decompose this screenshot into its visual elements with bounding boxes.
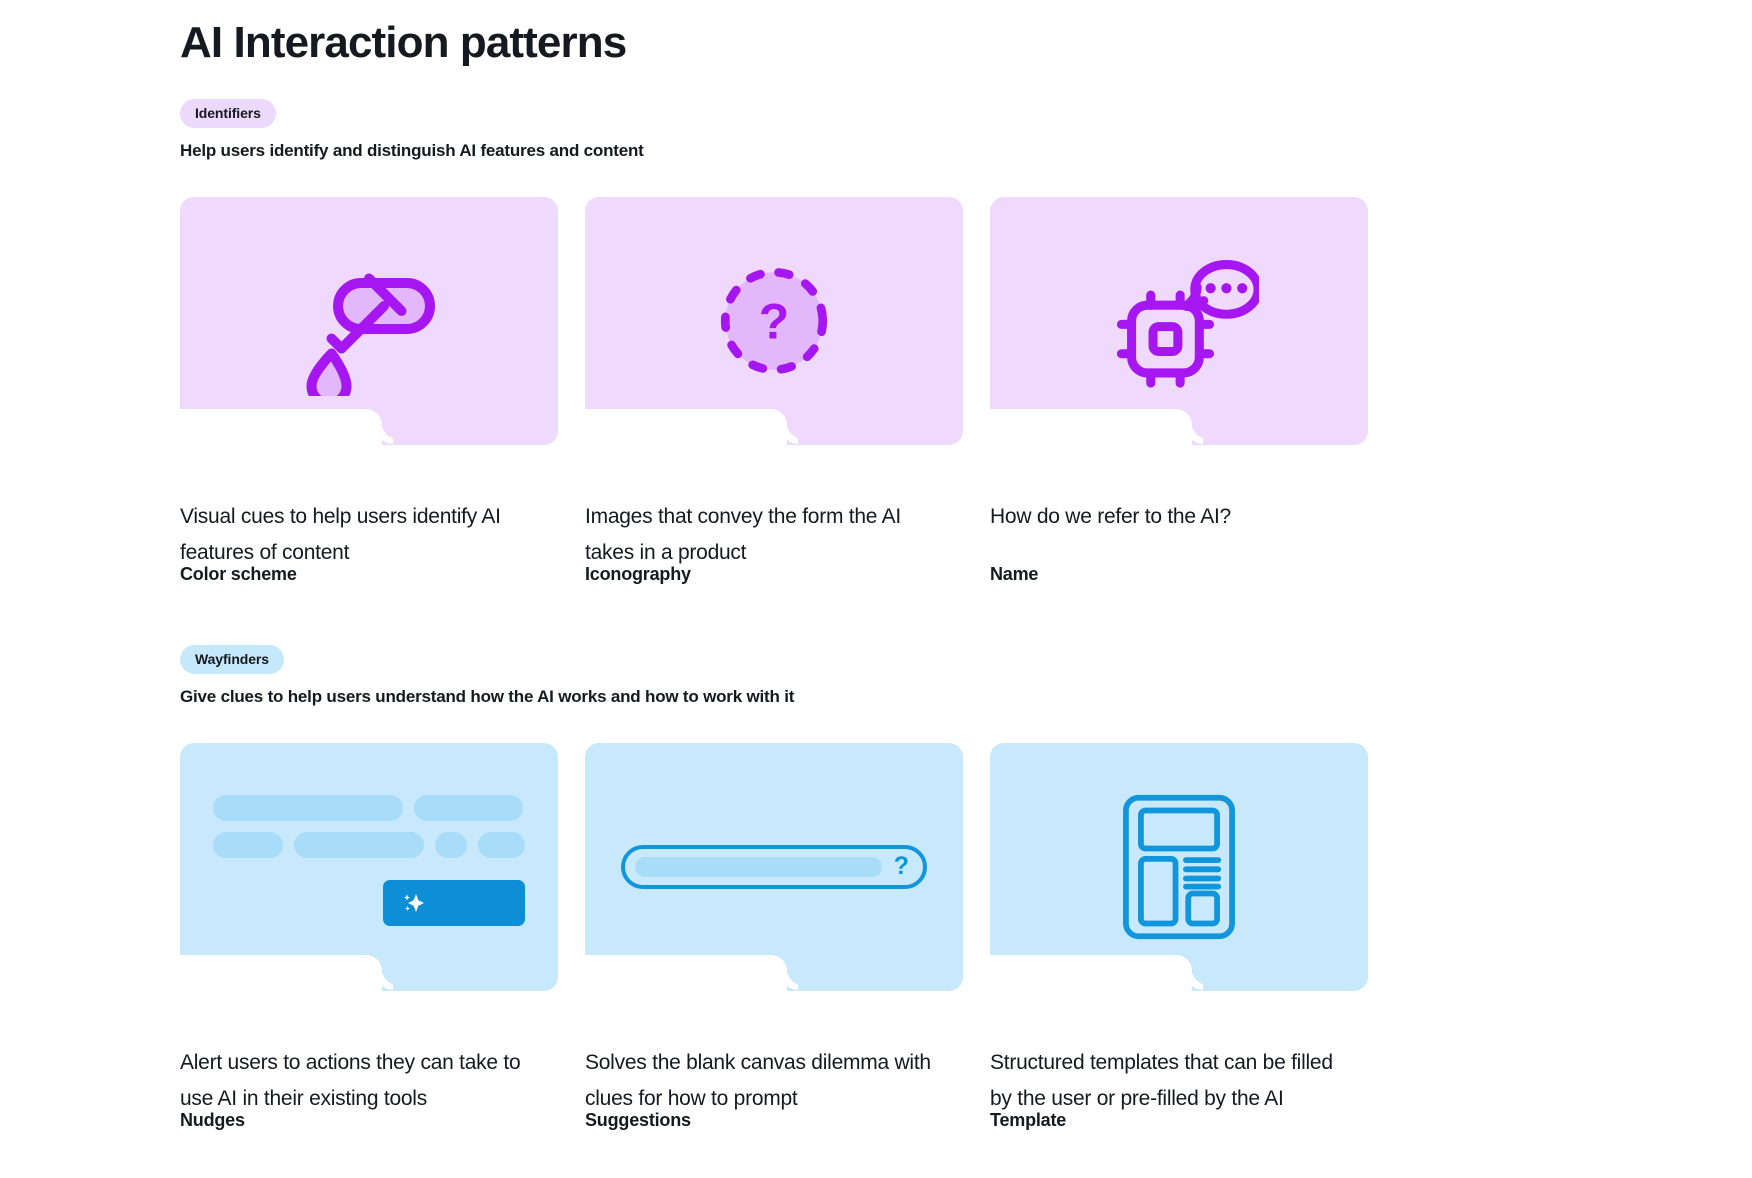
tile-background [990,196,1368,445]
sparkle-icon [404,893,424,912]
card-template[interactable]: Template Structured templates that can b… [990,742,1368,1130]
search-input[interactable]: ? [621,844,927,889]
dashed-circle-question-icon: ? [585,197,963,445]
title-notch [990,954,1192,1019]
card-illustration-tile: ? [585,196,963,473]
ai-action-button[interactable] [383,879,525,926]
card-illustration-tile [990,742,1368,1019]
search-placeholder-bar [635,856,882,877]
section-identifiers: Identifiers Help users identify and dist… [180,98,1752,584]
card-title: Nudges [180,1110,245,1131]
skeleton-bar [294,831,425,858]
tile-background [180,742,558,991]
skeleton-bar [477,831,525,858]
skeleton-bar [213,831,284,858]
skeleton-bar [414,794,523,821]
title-notch [585,954,787,1019]
card-illustration-tile [990,196,1368,473]
card-title: Suggestions [585,1110,691,1131]
card-body: Images that convey the form the AI takes… [585,504,902,564]
card-body: Visual cues to help users identify AI fe… [180,504,501,564]
card-title: Template [990,1110,1067,1131]
title-notch [180,408,382,473]
card-title: Color scheme [180,563,297,584]
section-wayfinders: Wayfinders Give clues to help users unde… [180,644,1752,1130]
card-body: How do we refer to the AI? [990,504,1231,528]
page-title: AI Interaction patterns [180,18,627,67]
card-row-wayfinders: Nudges Alert users to actions they can t… [180,742,1752,1130]
card-body: Solves the blank canvas dilemma with clu… [585,1050,931,1110]
card-title: Iconography [585,563,691,584]
chip-chat-bubble-icon [990,197,1368,445]
skeleton-row [213,794,525,821]
card-color-scheme[interactable]: Color scheme Visual cues to help users i… [180,196,558,584]
card-row-identifiers: Color scheme Visual cues to help users i… [180,196,1752,584]
title-notch [585,408,787,473]
section-badge-identifiers: Identifiers [180,98,276,128]
search-bar-question-icon: ? [621,844,927,889]
title-notch [990,408,1192,473]
section-description-wayfinders: Give clues to help users understand how … [180,686,795,706]
card-iconography[interactable]: ? Iconography Images that convey the for… [585,196,963,584]
question-mark-icon: ? [893,852,909,881]
title-notch [180,954,382,1019]
eyedropper-icon [180,197,558,445]
card-body: Structured templates that can be filled … [990,1050,1333,1110]
card-nudges[interactable]: Nudges Alert users to actions they can t… [180,742,558,1130]
card-illustration-tile: ? [585,742,963,1019]
tile-background [990,742,1368,991]
section-description-identifiers: Help users identify and distinguish AI f… [180,140,644,160]
card-illustration-tile [180,742,558,1019]
card-title: Name [990,563,1039,584]
skeleton-rows-sparkle-button-icon [213,794,525,926]
card-suggestions[interactable]: ? Suggestions Solves the blank canvas di… [585,742,963,1130]
svg-text:?: ? [759,293,789,349]
skeleton-bar [213,794,403,821]
skeleton-bar [435,831,467,858]
card-illustration-tile [180,196,558,473]
wireframe-template-icon [990,743,1368,991]
skeleton-row [213,831,525,858]
section-badge-wayfinders: Wayfinders [180,644,284,674]
card-name[interactable]: Name How do we refer to the AI? [990,196,1368,584]
card-body: Alert users to actions they can take to … [180,1050,521,1110]
